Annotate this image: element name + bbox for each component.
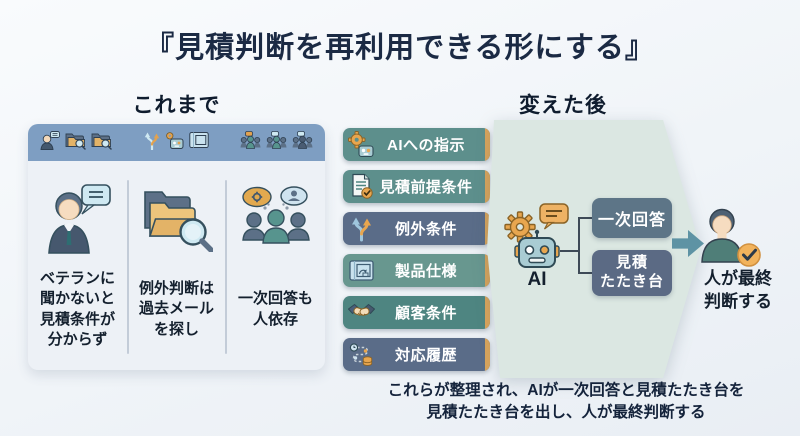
- before-column-human-dependent: 一次回答も 人依存: [226, 161, 325, 370]
- chip-label: AIへの指示: [386, 137, 465, 154]
- robot-gear-icon: [348, 131, 375, 158]
- before-column-veteran: ベテランに 聞かないと 見積条件が 分からず: [28, 161, 127, 370]
- input-chip-stack: AIへの指示 見積前提条件 例外条件 製品仕様 顧客条件 対応履歴: [343, 128, 490, 371]
- before-column-text: 例外判断は 過去メール を探し: [138, 280, 214, 338]
- before-panel: ベテランに 聞かないと 見積条件が 分からず 例外判断は 過去メール を探し 一…: [28, 124, 325, 370]
- chip-exception-conditions: 例外条件: [343, 212, 490, 245]
- chip-accent-strip: [485, 296, 490, 329]
- folder-search-icon: [65, 131, 86, 155]
- section-header-before: これまで: [132, 94, 221, 117]
- chip-product-specs: 製品仕様: [343, 254, 490, 287]
- chip-accent-strip: [485, 212, 490, 245]
- document-check-icon: [348, 173, 375, 200]
- team-think-icon: [266, 130, 287, 155]
- column-divider: [127, 180, 129, 354]
- caption: これらが整理され、AIが一次回答と見積たたき台を 見積たたき台を出し、人が最終判…: [387, 382, 745, 422]
- businessman-chat-icon: [44, 175, 112, 263]
- column-divider: [225, 180, 227, 354]
- folder-search-icon: [141, 175, 213, 263]
- person-label: 人が最終 判断する: [704, 269, 772, 311]
- branch-arrows-icon: [144, 131, 160, 155]
- connector-line: [578, 272, 592, 274]
- icon-bar-group-3: [240, 130, 313, 155]
- team-chat-icon: [240, 130, 261, 155]
- before-panel-icon-bar: [28, 124, 325, 161]
- before-column-mail-search: 例外判断は 過去メール を探し: [127, 161, 226, 370]
- chip-label: 例外条件: [394, 221, 457, 238]
- robot-icon: [514, 229, 560, 276]
- ai-label: AI: [527, 269, 547, 290]
- output-box-primary-answer: 一次回答: [592, 198, 672, 238]
- robot-gear-icon: [165, 131, 184, 155]
- chip-accent-strip: [485, 254, 490, 287]
- output-box-estimate-draft: 見積 たたき台: [592, 250, 672, 296]
- chip-label: 製品仕様: [394, 263, 457, 280]
- chip-accent-strip: [485, 128, 490, 161]
- history-flow-icon: [348, 341, 375, 368]
- branch-arrows-icon: [348, 215, 375, 242]
- chip-label: 見積前提条件: [379, 179, 473, 196]
- chip-accent-strip: [485, 170, 490, 203]
- chip-label: 対応履歴: [394, 347, 457, 364]
- team-think-icon: [292, 130, 313, 155]
- team-think-icon: [240, 175, 312, 263]
- folder-search-icon: [91, 131, 112, 155]
- before-column-text: ベテランに 聞かないと 見積条件が 分からず: [39, 270, 115, 348]
- chip-customer-conditions: 顧客条件: [343, 296, 490, 329]
- blueprint-icon: [188, 131, 209, 154]
- icon-bar-group-2: [144, 131, 209, 155]
- speech-bubble-icon: [539, 203, 569, 236]
- blueprint-icon: [348, 257, 375, 284]
- page-title: 『見積判断を再利用できる形にする』: [145, 32, 655, 64]
- handshake-icon: [348, 299, 375, 326]
- businessman-chat-icon: [40, 130, 60, 155]
- person-check-icon: [700, 208, 762, 273]
- chip-response-history: 対応履歴: [343, 338, 490, 371]
- before-column-text: 一次回答も 人依存: [237, 290, 313, 328]
- chip-estimate-preconditions: 見積前提条件: [343, 170, 490, 203]
- chip-label: 顧客条件: [394, 305, 457, 322]
- section-header-after: 変えた後: [519, 94, 607, 117]
- connector-line: [560, 250, 578, 252]
- chip-accent-strip: [485, 338, 490, 371]
- connector-line: [578, 217, 592, 219]
- chip-ai-instruction: AIへの指示: [343, 128, 490, 161]
- icon-bar-group-1: [40, 130, 112, 155]
- connector-line: [578, 217, 580, 274]
